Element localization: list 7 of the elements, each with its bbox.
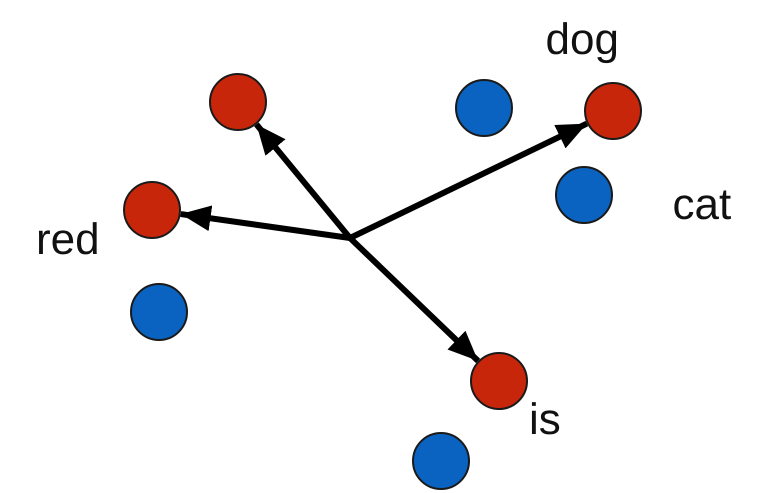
word-label: red <box>36 218 100 262</box>
arrow <box>348 120 588 241</box>
word-label: cat <box>672 183 732 227</box>
word-label: is <box>529 398 561 442</box>
arrow <box>348 236 480 364</box>
arrow <box>180 205 350 241</box>
word-label: dog <box>546 18 619 62</box>
